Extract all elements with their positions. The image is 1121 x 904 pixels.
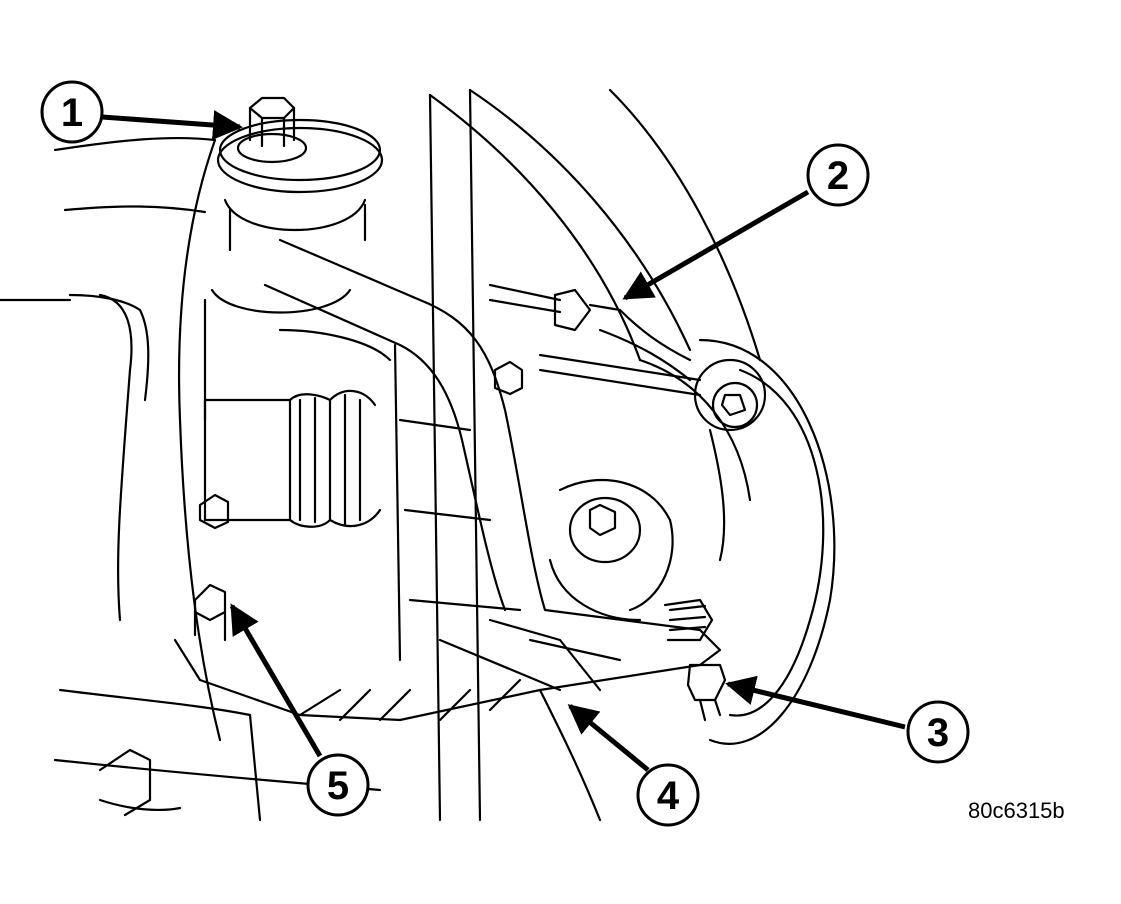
leader-1 [101, 110, 243, 141]
leader-2 [622, 189, 810, 301]
steering-knuckle [548, 478, 674, 622]
callout-1-label: 1 [61, 91, 83, 135]
leader-4 [567, 704, 650, 772]
figure-code: 80c6315b [968, 798, 1065, 823]
callout-2-label: 2 [827, 154, 849, 198]
callout-3: 3 [906, 700, 970, 764]
callout-5: 5 [306, 753, 370, 817]
ball-joint-stud [663, 598, 727, 722]
upper-mount-nut [236, 96, 308, 164]
cv-boot [203, 328, 392, 528]
leader-lines [101, 110, 906, 772]
leader-3 [725, 675, 906, 730]
callout-4-label: 4 [657, 774, 680, 818]
callout-2: 2 [806, 143, 870, 207]
callout-5-label: 5 [327, 764, 349, 808]
tie-rod-end [693, 358, 767, 562]
leader-5 [229, 603, 323, 758]
callout-1: 1 [40, 80, 104, 144]
rear-pivot-bolts [193, 493, 230, 642]
callout-4: 4 [636, 763, 700, 827]
front-pivot-bolt [493, 360, 524, 396]
tie-rod [488, 283, 702, 397]
body-panel [0, 136, 382, 792]
callout-3-label: 3 [927, 711, 949, 755]
subframe [98, 688, 602, 822]
strut-mount [203, 118, 384, 422]
